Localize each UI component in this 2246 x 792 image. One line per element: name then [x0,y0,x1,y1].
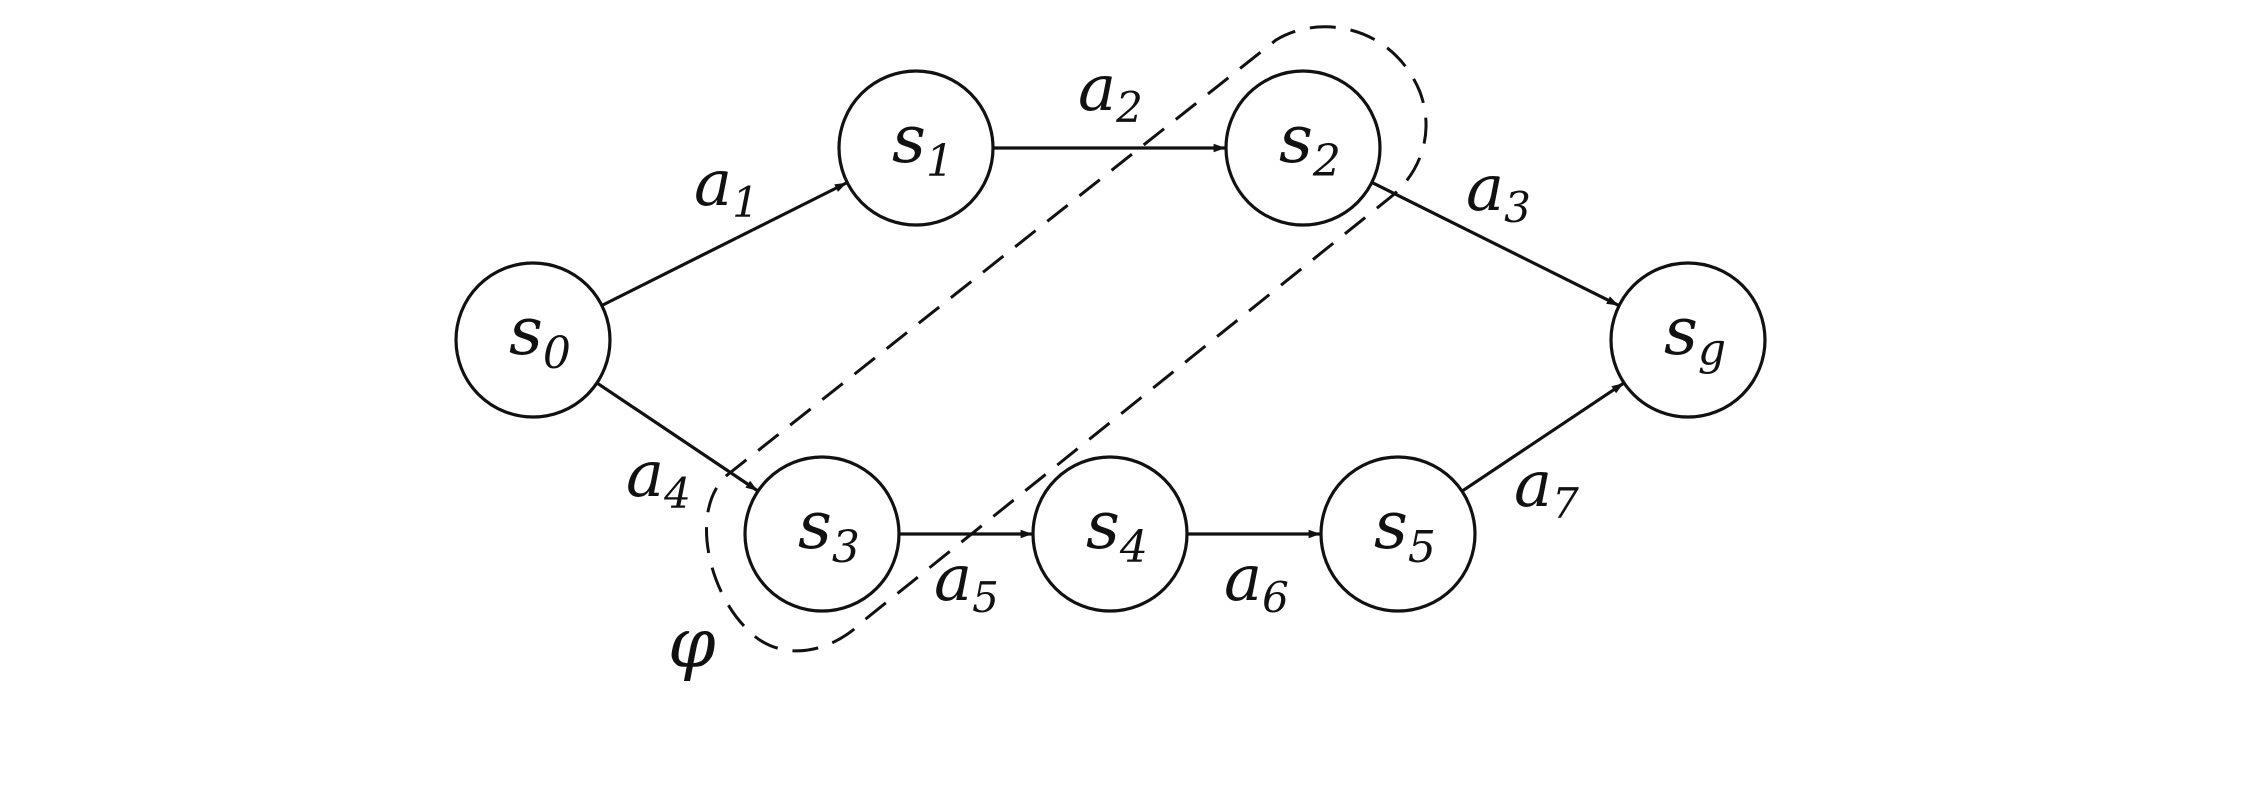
node-s3: s3 [743,455,901,613]
node-s2-label: s2 [1279,101,1341,187]
node-s2-circle [1224,69,1382,227]
node-s1-label: s1 [892,101,954,187]
node-s5-label: s5 [1374,487,1436,573]
node-s0: s0 [454,261,612,419]
node-s3-label: s3 [798,487,860,573]
edge-s0-s1-arrow [601,181,848,307]
edge-labels-layer: a1 a2 a3 a4 a5 a6 a7 [626,52,1579,622]
node-s4: s4 [1031,455,1189,613]
edge-label-s0-s3: a4 [626,438,691,518]
node-sg-circle [1609,261,1767,419]
node-s4-label: s4 [1086,487,1148,573]
edges-layer [596,143,1625,539]
node-s0-circle [454,261,612,419]
edge-label-s0-s1: a1 [694,147,759,227]
nodes-layer: s0 s1 s2 sg s3 s4 s5 [454,69,1767,613]
edge-s5-sg-arrow [1461,382,1625,493]
node-s1-circle [837,69,995,227]
node-s5: s5 [1319,455,1477,613]
node-s1: s1 [837,69,995,227]
node-s4-circle [1031,455,1189,613]
edge-label-s1-s2: a2 [1078,52,1143,132]
edge-s0-s3-arrow [596,381,759,492]
edge-label-s5-sg: a7 [1514,448,1579,528]
node-s0-label: s0 [509,293,571,379]
node-s2: s2 [1224,69,1382,227]
edge-label-s2-sg: a3 [1466,152,1531,232]
edge-label-s4-s5: a6 [1224,542,1289,622]
node-s3-circle [743,455,901,613]
node-sg-label: sg [1664,293,1726,375]
phi-region-label: φ [668,605,716,684]
node-s5-circle [1319,455,1477,613]
node-sg: sg [1609,261,1767,419]
phi-region-outline [705,25,1428,653]
edge-label-s3-s4: a5 [934,542,999,622]
edge-s2-sg-arrow [1371,180,1619,307]
